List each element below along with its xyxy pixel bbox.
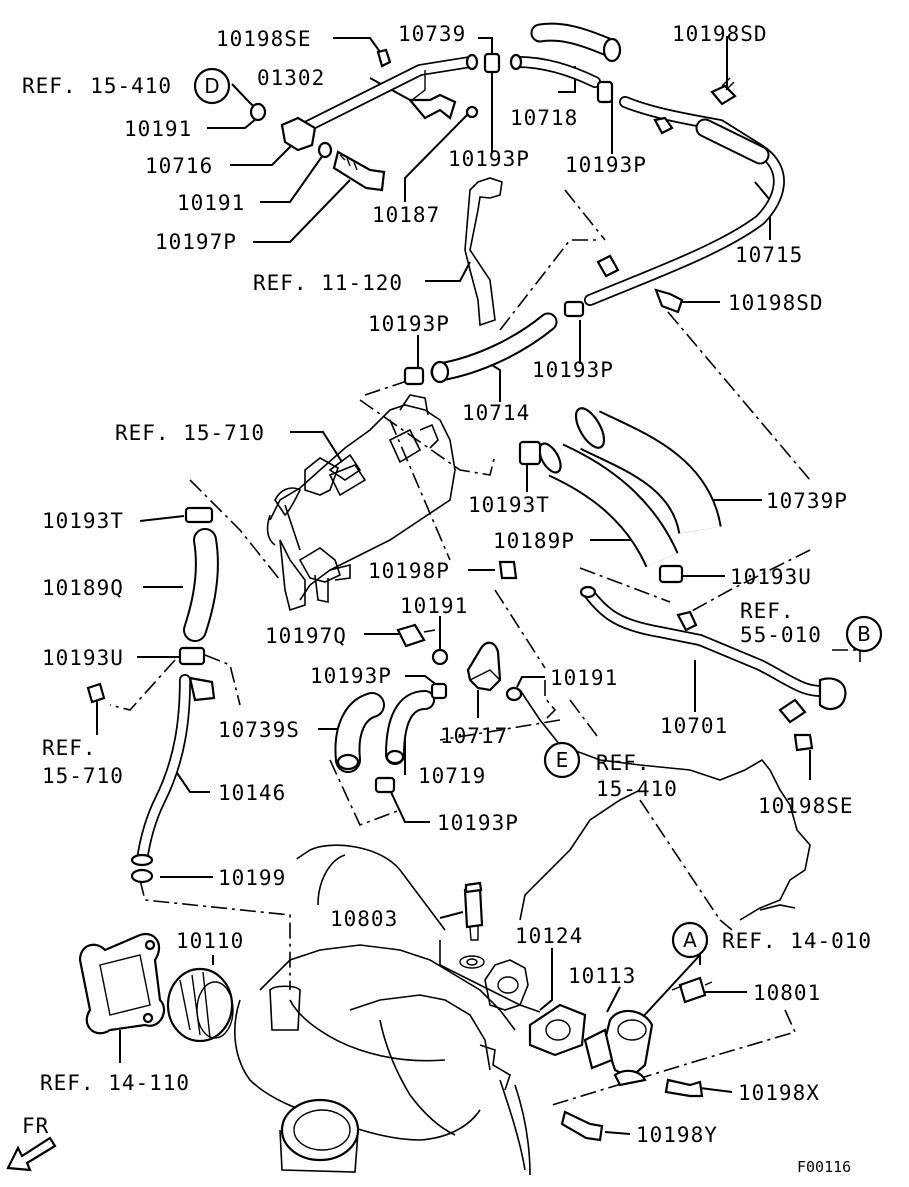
label-10124: 10124 [515,924,583,948]
label-10198SE-top: 10198SE [216,27,312,51]
engine-block-outline [234,689,811,1176]
fr-label: FR [22,1114,49,1138]
label-ref-55-010-b: 55-010 [740,623,822,647]
label-10189P: 10189P [493,529,575,553]
label-10189Q: 10189Q [42,576,124,600]
label-ref-15-410-mid-b: 15-410 [596,777,678,801]
reference-dashed-lines [109,189,861,1106]
part-labels: 10198SE 10739 10198SD REF. 15-410 01302 … [22,22,872,1176]
clamps-bolts-gaskets [86,48,814,1142]
label-10193U-left: 10193U [42,646,124,670]
label-ref-15-710-left: REF. [42,736,97,760]
label-ref-14-010: REF. 14-010 [722,929,872,953]
label-10193P-b: 10193P [565,153,647,177]
callout-B: B [845,615,883,653]
label-10146: 10146 [218,781,286,805]
label-10193P-c: 10193P [368,312,450,336]
label-10714: 10714 [462,401,530,425]
callout-E: E [543,741,581,779]
label-10193P-a: 10193P [448,147,530,171]
svg-text:D: D [204,74,219,98]
label-10197P: 10197P [155,230,237,254]
callout-A: A [671,921,709,959]
label-10701: 10701 [660,714,728,738]
label-10199: 10199 [218,866,286,890]
callout-circles: D B E A [193,67,883,959]
label-10715: 10715 [735,243,803,267]
label-10718: 10718 [510,106,578,130]
label-10739-top: 10739 [398,22,466,46]
label-10739S: 10739S [218,718,300,742]
label-10193T-right: 10193T [468,493,550,517]
label-10187: 10187 [372,203,440,227]
label-10198SE-right: 10198SE [758,794,854,818]
label-ref-55-010: REF. [740,599,795,623]
label-10193P-e: 10193P [310,664,392,688]
label-10191-b: 10191 [177,191,245,215]
label-10803: 10803 [330,907,398,931]
label-01302: 01302 [257,66,325,90]
label-10197Q: 10197Q [265,624,347,648]
label-ref-15-710-top: REF. 15-710 [115,421,265,445]
svg-text:E: E [556,748,569,772]
hoses-and-pipes [78,22,847,1087]
label-ref-15-410-top: REF. 15-410 [22,74,172,98]
label-10198SD-top: 10198SD [672,22,768,46]
label-10719: 10719 [418,764,486,788]
callout-D: D [193,67,231,105]
label-10198Y: 10198Y [636,1123,718,1147]
label-10739P: 10739P [766,489,848,513]
label-10193P-d: 10193P [532,358,614,382]
label-10198P: 10198P [368,559,450,583]
label-10110: 10110 [176,929,244,953]
label-10191-d: 10191 [550,666,618,690]
intake-manifold-ref [266,394,456,612]
label-10198SD-mid: 10198SD [728,291,824,315]
label-10191-a: 10191 [124,117,192,141]
label-10716: 10716 [145,154,213,178]
label-ref-11-120: REF. 11-120 [253,271,403,295]
label-ref-15-410-mid: REF. [596,751,651,775]
label-10198X: 10198X [738,1081,820,1105]
label-10717: 10717 [440,724,508,748]
label-10801: 10801 [753,981,821,1005]
label-10193T-left: 10193T [42,509,124,533]
label-10113: 10113 [568,964,636,988]
fr-arrow-icon [6,1136,57,1172]
label-10191-c: 10191 [400,594,468,618]
label-10193P-f: 10193P [437,811,519,835]
label-ref-14-110: REF. 14-110 [40,1071,190,1095]
svg-text:A: A [683,928,697,952]
front-direction-indicator: FR [6,1114,57,1172]
svg-text:B: B [857,622,871,646]
label-ref-15-710-left-b: 15-710 [42,764,124,788]
diagram-code: F00116 [797,1158,851,1176]
label-10193U-right: 10193U [730,565,812,589]
